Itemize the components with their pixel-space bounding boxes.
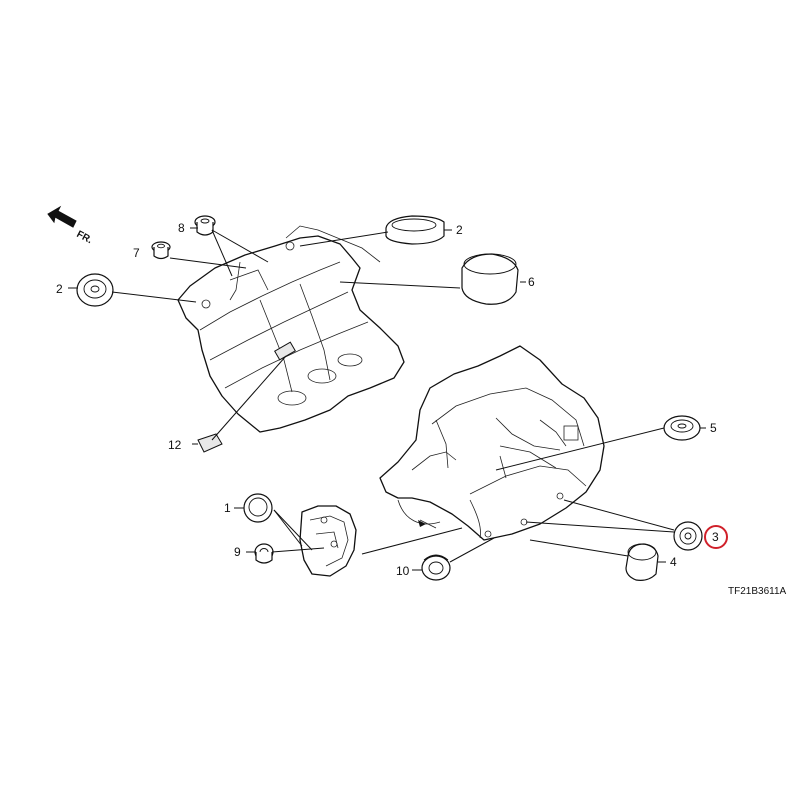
callout-1[interactable]: 1 — [224, 501, 231, 515]
plug-4 — [625, 543, 659, 581]
callout-5[interactable]: 5 — [710, 421, 717, 435]
callout-3[interactable]: 3 — [712, 530, 719, 544]
front-arrow-icon — [47, 205, 77, 228]
callout-7[interactable]: 7 — [133, 246, 140, 260]
leader-lines — [68, 227, 706, 571]
grommet-5 — [663, 415, 701, 441]
callout-12[interactable]: 12 — [168, 438, 182, 452]
plug-2-left — [76, 273, 114, 307]
callout-9[interactable]: 9 — [234, 545, 241, 559]
side-bracket-assembly — [299, 505, 357, 577]
grommet-8 — [194, 215, 216, 236]
floor-pan-assembly — [177, 225, 405, 433]
callout-6[interactable]: 6 — [528, 275, 535, 289]
plug-1 — [243, 493, 273, 523]
callout-2-top[interactable]: 2 — [456, 223, 463, 237]
callout-labels: 8 7 2 2 6 12 1 9 10 5 4 3 — [56, 221, 728, 578]
front-direction-indicator: FR. — [47, 205, 95, 246]
front-direction-label: FR. — [75, 229, 95, 246]
grommet-10 — [421, 554, 451, 581]
callout-10[interactable]: 10 — [396, 564, 410, 578]
callout-2-left[interactable]: 2 — [56, 282, 63, 296]
grommet-9 — [254, 543, 274, 564]
plug-6 — [461, 253, 519, 305]
callout-4[interactable]: 4 — [670, 555, 677, 569]
callout-3-highlight-ring — [704, 525, 728, 549]
grommet-3 — [673, 521, 703, 551]
drawing-code: TF21B3611A — [728, 586, 787, 597]
callout-8[interactable]: 8 — [178, 221, 185, 235]
rear-body-assembly — [379, 345, 605, 541]
pad-12 — [197, 433, 223, 453]
plug-2-top — [385, 215, 445, 245]
grommet-7 — [151, 241, 171, 260]
